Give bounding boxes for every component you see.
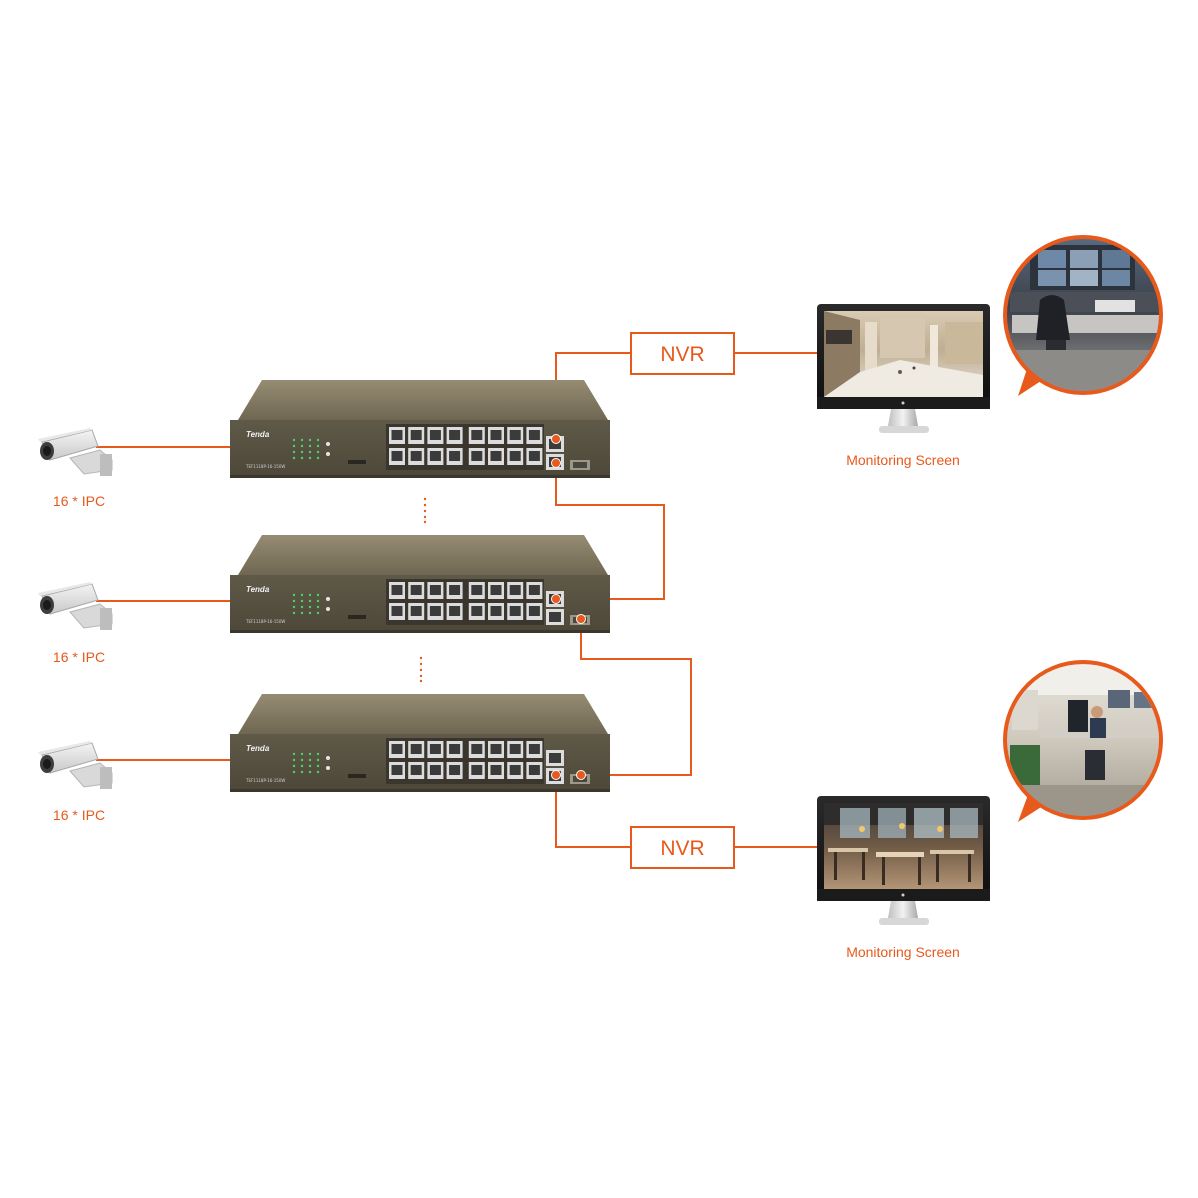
status-led bbox=[316, 605, 320, 609]
speech-bubble-icon bbox=[1003, 660, 1163, 822]
connection-marker bbox=[576, 770, 586, 780]
status-led bbox=[316, 599, 320, 603]
status-led bbox=[308, 605, 312, 609]
uplink-to-nvr-bottom bbox=[555, 775, 631, 848]
ipc-camera: 16 * IPC bbox=[38, 741, 113, 823]
monitor-label: Monitoring Screen bbox=[846, 452, 960, 468]
status-led bbox=[308, 764, 312, 768]
cctv-camera-icon bbox=[38, 741, 113, 789]
connection-marker bbox=[551, 594, 561, 604]
connection-marker bbox=[551, 770, 561, 780]
status-led bbox=[292, 758, 296, 762]
status-led bbox=[308, 444, 312, 448]
switch-model: TEF1118P-16-150W bbox=[245, 619, 285, 624]
status-led bbox=[316, 450, 320, 454]
cameras: 16 * IPC 16 * IPC 16 * IPC bbox=[38, 428, 113, 823]
status-led bbox=[292, 438, 296, 442]
status-led bbox=[308, 758, 312, 762]
status-led bbox=[300, 456, 304, 460]
connection-marker bbox=[551, 458, 561, 468]
switch-model: TEF1118P-16-150W bbox=[245, 778, 285, 783]
status-led bbox=[300, 770, 304, 774]
status-led bbox=[300, 764, 304, 768]
status-led bbox=[308, 456, 312, 460]
monitor-top: Monitoring Screen bbox=[817, 304, 990, 468]
status-led bbox=[292, 444, 296, 448]
status-led bbox=[308, 450, 312, 454]
status-led bbox=[308, 770, 312, 774]
switches: TendaTEF1118P-16-150WTendaTEF1118P-16-15… bbox=[230, 380, 610, 792]
ipc-camera: 16 * IPC bbox=[38, 428, 113, 509]
status-led bbox=[300, 450, 304, 454]
status-led bbox=[316, 770, 320, 774]
status-led bbox=[292, 611, 296, 615]
cctv-camera-icon bbox=[38, 582, 113, 630]
nvr-box-bottom: NVR bbox=[630, 826, 735, 869]
status-led bbox=[316, 758, 320, 762]
camera-label: 16 * IPC bbox=[53, 807, 105, 823]
ellipsis-dots bbox=[419, 497, 427, 683]
switch-brand: Tenda bbox=[246, 585, 270, 594]
status-led bbox=[308, 593, 312, 597]
monitor-icon bbox=[817, 304, 990, 433]
status-led bbox=[308, 599, 312, 603]
status-led bbox=[292, 752, 296, 756]
status-led bbox=[300, 438, 304, 442]
status-led bbox=[300, 752, 304, 756]
switch-model: TEF1118P-16-150W bbox=[245, 464, 285, 469]
status-led bbox=[316, 593, 320, 597]
status-led bbox=[316, 444, 320, 448]
cctv-camera-icon bbox=[38, 428, 113, 476]
speech-bubble-icon bbox=[1003, 235, 1163, 396]
status-led bbox=[292, 593, 296, 597]
status-led bbox=[300, 611, 304, 615]
status-led bbox=[292, 456, 296, 460]
status-led bbox=[316, 764, 320, 768]
nvr-label: NVR bbox=[660, 837, 704, 860]
switch-brand: Tenda bbox=[246, 744, 270, 753]
port-connection-markers bbox=[551, 434, 586, 780]
nvr-label: NVR bbox=[660, 343, 704, 366]
status-led bbox=[300, 599, 304, 603]
status-led bbox=[300, 605, 304, 609]
status-led bbox=[308, 611, 312, 615]
status-led bbox=[292, 770, 296, 774]
status-led bbox=[316, 611, 320, 615]
status-led bbox=[300, 758, 304, 762]
monitor-icon bbox=[817, 796, 990, 925]
monitor-label: Monitoring Screen bbox=[846, 944, 960, 960]
monitor-bottom: Monitoring Screen bbox=[817, 796, 990, 960]
cascade-link-1 bbox=[555, 463, 665, 600]
status-led bbox=[316, 438, 320, 442]
connection-marker bbox=[576, 614, 586, 624]
status-led bbox=[292, 764, 296, 768]
status-led bbox=[316, 456, 320, 460]
nvr-box-top: NVR bbox=[630, 332, 735, 375]
status-led bbox=[292, 605, 296, 609]
switch-brand: Tenda bbox=[246, 430, 270, 439]
status-led bbox=[308, 752, 312, 756]
camera-label: 16 * IPC bbox=[53, 493, 105, 509]
connection-marker bbox=[551, 434, 561, 444]
ipc-camera: 16 * IPC bbox=[38, 582, 113, 665]
camera-label: 16 * IPC bbox=[53, 649, 105, 665]
status-led bbox=[308, 438, 312, 442]
status-led bbox=[300, 444, 304, 448]
cascade-link-2 bbox=[580, 619, 692, 776]
status-led bbox=[300, 593, 304, 597]
status-led bbox=[292, 599, 296, 603]
status-led bbox=[292, 450, 296, 454]
status-led bbox=[316, 752, 320, 756]
